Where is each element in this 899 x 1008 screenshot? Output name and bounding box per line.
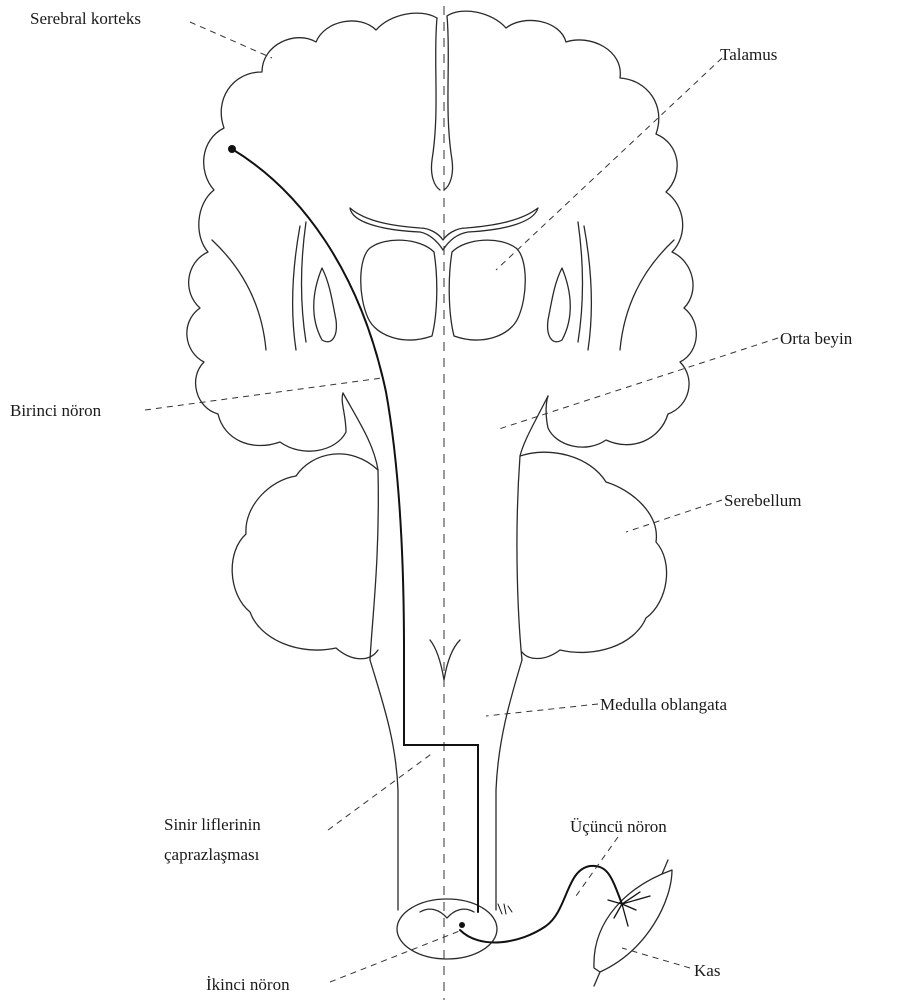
internal-capsule-right xyxy=(578,222,591,350)
label-third-neuron: Üçüncü nöron xyxy=(570,817,667,836)
leader-first-neuron xyxy=(145,378,382,410)
muscle xyxy=(594,860,672,986)
second-neuron-cell-body xyxy=(459,922,465,928)
insula-right xyxy=(620,240,674,350)
label-second-neuron: İkinci nöron xyxy=(206,975,290,994)
thalamus-left-lobe xyxy=(361,240,437,340)
cerebrum-right-hemisphere xyxy=(447,11,696,447)
label-cerebellum: Serebellum xyxy=(724,491,801,510)
label-decussation-line1: Sinir liflerinin xyxy=(164,815,261,834)
label-first-neuron: Birinci nöron xyxy=(10,401,102,420)
brainstem xyxy=(343,393,548,959)
thalamus-right-lobe xyxy=(449,240,525,340)
cerebrum xyxy=(187,11,696,451)
leader-cerebral-cortex xyxy=(190,22,272,58)
label-decussation-line2: çaprazlaşması xyxy=(164,845,260,864)
leader-lines xyxy=(145,22,778,982)
leader-second-neuron xyxy=(330,930,462,982)
internal-capsule-left xyxy=(293,222,306,350)
label-cerebral-cortex: Serebral korteks xyxy=(30,9,141,28)
cerebellum-right xyxy=(520,452,667,658)
putamen-left xyxy=(314,268,337,342)
muscle-body xyxy=(594,870,672,972)
leader-cerebellum xyxy=(626,500,722,532)
longitudinal-fissure-right xyxy=(444,16,453,190)
label-medulla: Medulla oblangata xyxy=(600,695,727,714)
leader-medulla xyxy=(486,704,598,716)
leader-muscle xyxy=(622,948,690,968)
label-midbrain: Orta beyin xyxy=(780,329,853,348)
insula-left xyxy=(212,240,266,350)
longitudinal-fissure-left xyxy=(431,18,440,190)
medulla-left-edge xyxy=(370,660,398,910)
first-neuron-axon xyxy=(232,149,478,912)
cerebrum-left-hemisphere xyxy=(187,13,437,451)
medulla-right-edge xyxy=(496,660,522,910)
midbrain-left-edge xyxy=(343,393,378,660)
label-muscle: Kas xyxy=(694,961,720,980)
leader-thalamus xyxy=(496,58,722,270)
spinal-gray-matter xyxy=(420,909,474,918)
putamen-right xyxy=(548,268,571,342)
leader-third-neuron xyxy=(576,837,618,896)
third-neuron-axon xyxy=(460,866,622,943)
cerebellum-left xyxy=(232,454,378,659)
midbrain-right-edge xyxy=(517,396,548,660)
labels: Serebral korteks Talamus Orta beyin Biri… xyxy=(10,9,853,994)
cerebellum xyxy=(232,452,666,659)
label-thalamus: Talamus xyxy=(720,45,777,64)
leader-decussation xyxy=(328,752,434,830)
second-neuron-mark xyxy=(498,904,512,914)
pyramid-marking xyxy=(430,640,460,680)
